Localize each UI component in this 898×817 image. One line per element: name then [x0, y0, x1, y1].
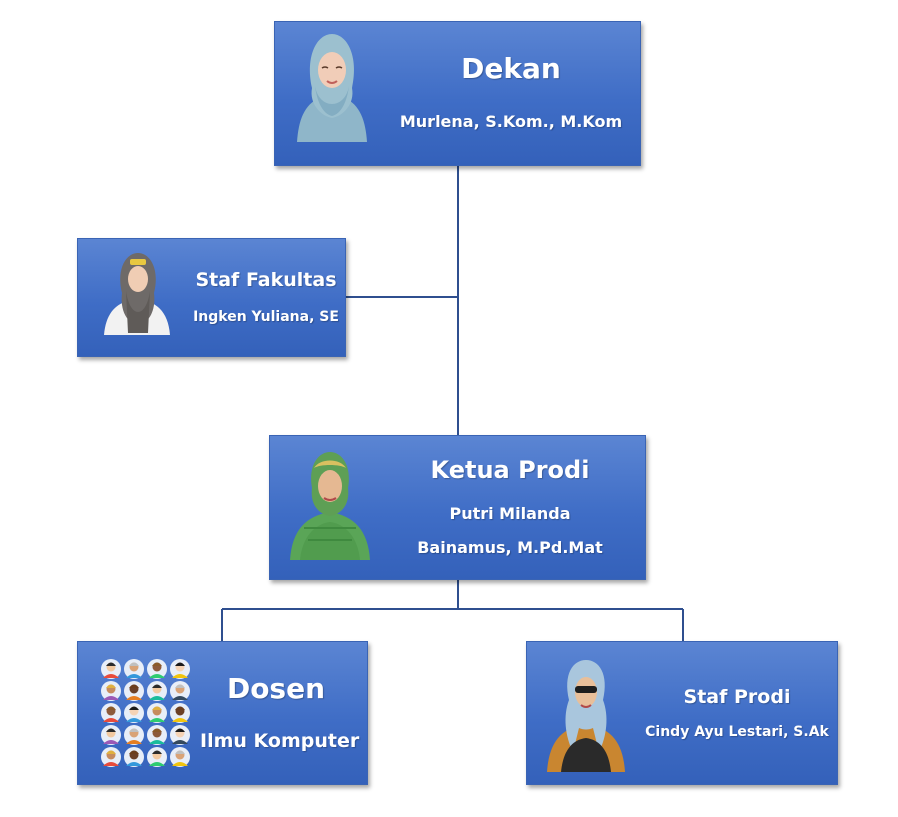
staf-fakultas-name: Ingken Yuliana, SE: [193, 309, 339, 325]
avatar-icon: [147, 659, 167, 679]
avatar-icon: [147, 703, 167, 723]
ketua-prodi-photo-icon: [290, 452, 370, 560]
avatar-icon: [101, 703, 121, 723]
avatar-icon: [147, 681, 167, 701]
avatar-icon: [170, 659, 190, 679]
dosen-title: Dosen: [226, 672, 326, 705]
staf-fakultas-title: Staf Fakultas: [195, 269, 337, 291]
avatar-icon: [101, 681, 121, 701]
staf-fakultas-photo-icon: [104, 253, 170, 335]
avatar-icon: [147, 747, 167, 767]
avatar-icon: [124, 725, 144, 745]
avatar-icon: [170, 681, 190, 701]
ketua-prodi-title: Ketua Prodi: [430, 456, 590, 484]
ketua-prodi-name-line2: Bainamus, M.Pd.Mat: [417, 538, 603, 557]
dekan-photo-icon: [297, 34, 367, 142]
avatar-icon: [147, 725, 167, 745]
avatar-icon: [101, 747, 121, 767]
avatar-icon: [124, 659, 144, 679]
dosen-people-grid-icon: [101, 659, 190, 767]
ketua-prodi-name-line1: Putri Milanda: [449, 504, 571, 523]
avatar-icon: [170, 747, 190, 767]
dosen-box: Dosen Ilmu Komputer: [77, 641, 368, 785]
dekan-box: Dekan Murlena, S.Kom., M.Kom: [274, 21, 641, 166]
avatar-icon: [124, 703, 144, 723]
avatar-icon: [124, 681, 144, 701]
dekan-title: Dekan: [461, 52, 561, 85]
avatar-icon: [170, 725, 190, 745]
avatar-icon: [101, 725, 121, 745]
avatar-icon: [124, 747, 144, 767]
staf-fakultas-box: Staf Fakultas Ingken Yuliana, SE: [77, 238, 346, 357]
staf-prodi-name: Cindy Ayu Lestari, S.Ak: [645, 724, 829, 740]
avatar-icon: [101, 659, 121, 679]
avatar-icon: [170, 703, 190, 723]
staf-prodi-title: Staf Prodi: [683, 686, 791, 708]
staf-prodi-photo-icon: [547, 660, 625, 772]
dekan-name: Murlena, S.Kom., M.Kom: [399, 112, 623, 131]
ketua-prodi-box: Ketua Prodi Putri Milanda Bainamus, M.Pd…: [269, 435, 646, 580]
dosen-subtitle: Ilmu Komputer: [200, 730, 360, 752]
staf-prodi-box: Staf Prodi Cindy Ayu Lestari, S.Ak: [526, 641, 838, 785]
